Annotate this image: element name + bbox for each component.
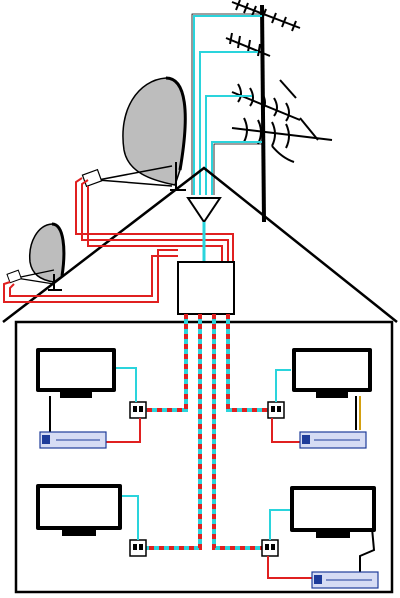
tv-bottom-left (36, 484, 122, 536)
receiver-bottom-right (311, 571, 379, 589)
downlead-cables (146, 314, 268, 550)
tv-top-right (292, 348, 372, 398)
multiswitch (177, 261, 235, 315)
receiver-top-left (39, 431, 107, 449)
aerial-array-third (231, 79, 301, 122)
aerial-feed-cables (193, 15, 262, 195)
antenna-mast (260, 4, 266, 223)
aerial-array-second (225, 32, 271, 57)
aerial-array-fourth (231, 117, 333, 163)
outlet-top-left (129, 401, 147, 419)
small-satellite-dish (6, 222, 66, 291)
aerial-feed-outline (191, 13, 262, 195)
tv-bottom-right (290, 486, 376, 538)
tv-cables (100, 367, 312, 579)
tv-receiver-leads (49, 396, 376, 572)
house-outline (2, 166, 398, 594)
outlet-bottom-left (129, 539, 147, 557)
large-satellite-dish (81, 76, 187, 191)
aerial-array-top (231, 0, 301, 32)
lnb-cables (3, 177, 234, 303)
receiver-top-right (299, 431, 367, 449)
outlet-top-right (267, 401, 285, 419)
tv-top-left (36, 348, 116, 398)
masthead-amplifier (186, 197, 222, 224)
outlet-bottom-right (261, 539, 279, 557)
